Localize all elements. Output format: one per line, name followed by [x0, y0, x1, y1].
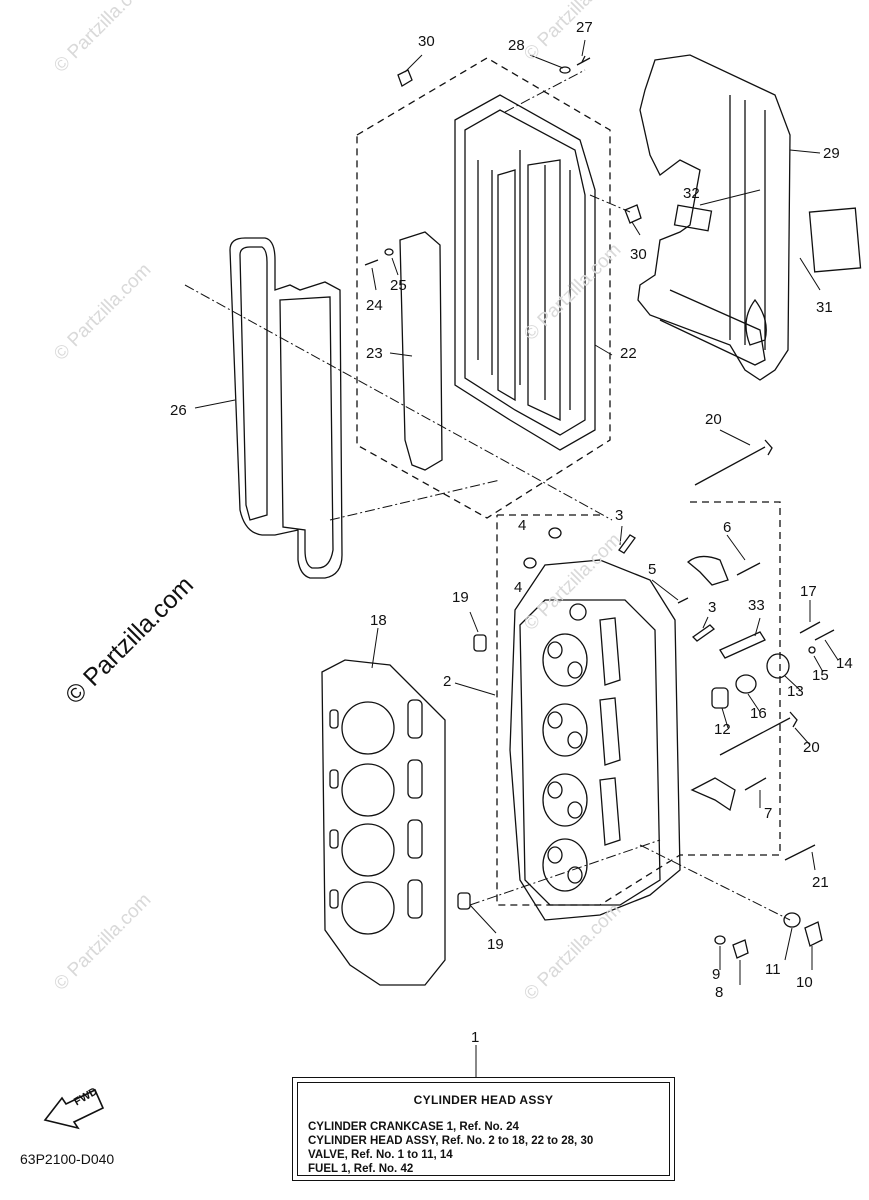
fwd-arrow — [43, 1088, 105, 1130]
callout-19: 19 — [487, 936, 504, 953]
legend-line: CYLINDER HEAD ASSY, Ref. No. 2 to 18, 22… — [308, 1135, 594, 1147]
callout-18: 18 — [370, 612, 387, 629]
callout-30: 30 — [418, 33, 435, 50]
legend-inner-border: CYLINDER HEAD ASSY CYLINDER CRANKCASE 1,… — [297, 1082, 670, 1176]
callout-15: 15 — [812, 667, 829, 684]
callout-32: 32 — [683, 185, 700, 202]
callout-25: 25 — [390, 277, 407, 294]
callout-22: 22 — [620, 345, 637, 362]
callout-30: 30 — [630, 246, 647, 263]
leader-lines — [184, 39, 839, 1077]
callout-20: 20 — [705, 411, 722, 428]
diagram-code: 63P2100-D040 — [20, 1151, 115, 1167]
callout-4: 4 — [518, 517, 527, 534]
lower-group-dashed-box — [496, 501, 781, 906]
callout-31: 31 — [816, 299, 833, 316]
label-plate-31 — [808, 207, 862, 273]
callout-21: 21 — [812, 874, 829, 891]
small-hardware — [364, 55, 835, 959]
callout-8: 8 — [715, 984, 724, 1001]
callout-23: 23 — [366, 345, 383, 362]
callout-4: 4 — [514, 579, 523, 596]
gasket-23 — [399, 231, 443, 471]
callout-28: 28 — [508, 37, 525, 54]
callout-9: 9 — [712, 966, 721, 983]
callout-5: 5 — [648, 561, 657, 578]
callout-3: 3 — [708, 599, 717, 616]
callout-10: 10 — [796, 974, 813, 991]
assembly-legend-box: CYLINDER HEAD ASSY CYLINDER CRANKCASE 1,… — [292, 1077, 675, 1181]
callout-17: 17 — [800, 583, 817, 600]
label-plate-32 — [673, 204, 713, 232]
callout-20: 20 — [803, 739, 820, 756]
callout-16: 16 — [750, 705, 767, 722]
legend-line: FUEL 1, Ref. No. 42 — [308, 1163, 414, 1175]
callout-6: 6 — [723, 519, 732, 536]
cylinder-head-2 — [509, 559, 681, 921]
callout-19: 19 — [452, 589, 469, 606]
legend-line: CYLINDER CRANKCASE 1, Ref. No. 24 — [308, 1121, 519, 1133]
legend-title: CYLINDER HEAD ASSY — [413, 1093, 554, 1107]
head-gasket-18 — [321, 659, 446, 986]
callout-11: 11 — [765, 961, 781, 978]
callout-24: 24 — [366, 297, 383, 314]
upper-cover-29 — [637, 54, 791, 381]
callout-33: 33 — [748, 597, 765, 614]
callout-14: 14 — [836, 655, 853, 672]
callout-29: 29 — [823, 145, 840, 162]
upper-group-dashed-box — [356, 57, 611, 519]
valve-cover-22 — [454, 94, 596, 451]
callout-13: 13 — [787, 683, 804, 700]
callout-27: 27 — [576, 19, 593, 36]
callout-3: 3 — [615, 507, 624, 524]
callout-7: 7 — [764, 805, 773, 822]
callout-2: 2 — [443, 673, 452, 690]
rocker-gasket-26 — [229, 237, 343, 579]
callout-1: 1 — [471, 1029, 480, 1046]
legend-line: VALVE, Ref. No. 1 to 11, 14 — [308, 1149, 453, 1161]
callout-26: 26 — [170, 402, 187, 419]
callout-12: 12 — [714, 721, 731, 738]
